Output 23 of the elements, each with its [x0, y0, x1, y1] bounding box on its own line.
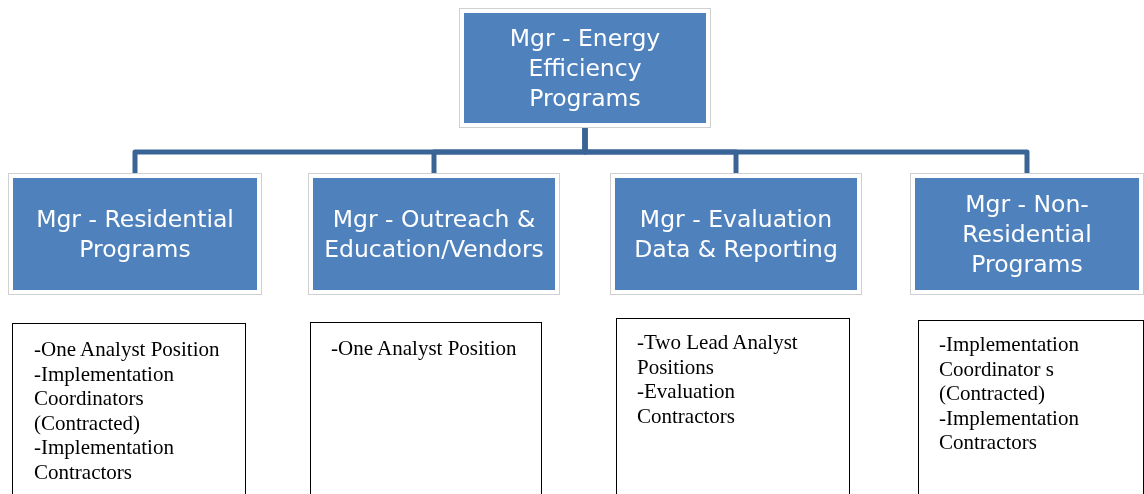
manager-box: [610, 173, 862, 295]
connector-line: [582, 128, 1030, 173]
box-title: Mgr - Non-Residential Programs: [961, 189, 1093, 279]
staff-list-box: [616, 318, 850, 494]
box-title: Mgr - Residential Programs: [35, 204, 235, 264]
staff-item: -One Analyst Position: [331, 336, 518, 361]
staff-list-box: [12, 323, 246, 494]
staff-list-box: [310, 322, 542, 494]
manager-box: [459, 8, 711, 128]
staff-item: -Two Lead Analyst Positions: [637, 330, 799, 379]
manager-box: [910, 173, 1144, 295]
staff-item: -Implementation Contractors: [939, 405, 1080, 455]
staff-item: -Implementation Coordinators (Contracted): [34, 361, 175, 435]
manager-box: [8, 173, 262, 295]
staff-item: -Implementation Contractors: [34, 435, 175, 484]
staff-item: -Implementation Coordinator s (Contracted): [939, 332, 1080, 406]
staff-item: -One Analyst Position: [34, 337, 221, 362]
manager-box: [308, 173, 560, 295]
box-title: Mgr - Energy Efficiency Programs: [508, 23, 662, 113]
staff-list-box: [918, 320, 1144, 494]
staff-item: -Evaluation Contractors: [637, 379, 736, 428]
box-title: Mgr - Outreach & Education/Vendors: [323, 204, 545, 264]
box-title: Mgr - Evaluation Data & Reporting: [633, 204, 839, 264]
